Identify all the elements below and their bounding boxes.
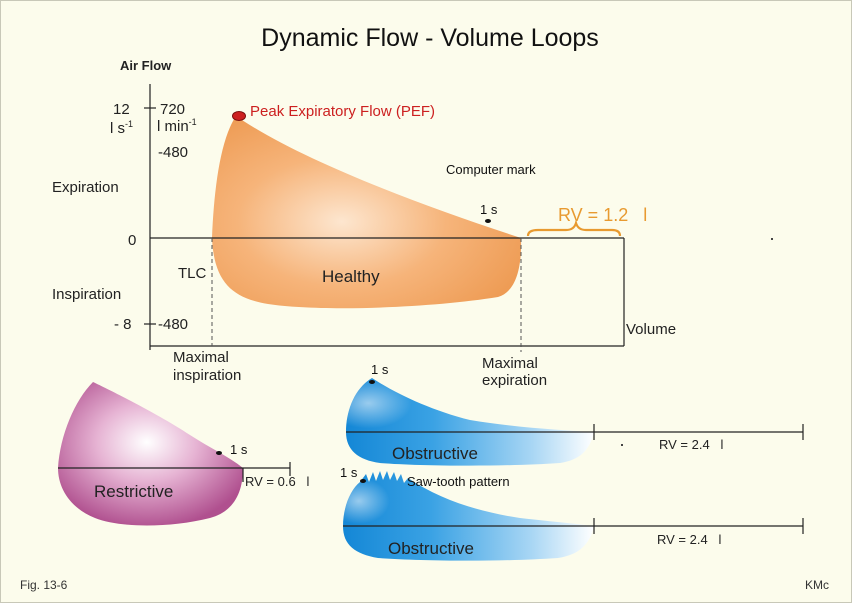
flow-12-label: 12 xyxy=(113,101,130,118)
obstructive-1-dot xyxy=(621,444,623,446)
restrictive-loop xyxy=(58,382,243,526)
unit-l-per-s: l s-1 xyxy=(110,119,133,137)
flow-minus480-bottom-label: -480 xyxy=(158,316,188,333)
obstructive-2-label: Obstructive xyxy=(388,539,474,558)
pef-label: Peak Expiratory Flow (PEF) xyxy=(250,103,435,120)
inspiration-label: Inspiration xyxy=(52,286,121,303)
obstructive-1-1s-mark xyxy=(369,380,375,384)
restrictive-label: Restrictive xyxy=(94,482,173,501)
stray-dot xyxy=(771,238,773,240)
pef-marker xyxy=(232,111,246,121)
flow-minus480-top-label: -480 xyxy=(158,144,188,161)
restrictive-1s-mark xyxy=(216,451,222,455)
max-inspiration-label-1: Maximal xyxy=(173,349,229,366)
flow-720-label: 720 xyxy=(160,101,185,118)
max-expiration-label-1: Maximal xyxy=(482,355,538,372)
obstructive-2-highlight xyxy=(343,478,431,544)
flow-minus8-label: - 8 xyxy=(114,316,132,333)
obstructive-2-1s-mark xyxy=(360,479,366,483)
saw-tooth-label: Saw-tooth pattern xyxy=(407,474,510,489)
max-inspiration-label-2: inspiration xyxy=(173,367,241,384)
unit-l-per-min: l min-1 xyxy=(157,117,197,135)
healthy-1s-mark xyxy=(485,219,491,223)
healthy-label: Healthy xyxy=(322,267,380,286)
obstructive-2-1s-label: 1 s xyxy=(340,465,358,480)
computer-mark-label: Computer mark xyxy=(446,162,536,177)
expiration-label: Expiration xyxy=(52,179,119,196)
obstructive-1-label: Obstructive xyxy=(392,444,478,463)
healthy-1s-label: 1 s xyxy=(480,202,498,217)
healthy-loop xyxy=(212,116,522,309)
tlc-label: TLC xyxy=(178,265,207,282)
volume-axis-title: Volume xyxy=(626,321,676,338)
obstructive-2-rv-label: RV = 2.4 l xyxy=(657,532,722,547)
rv-brace xyxy=(526,219,622,237)
restrictive-1s-label: 1 s xyxy=(230,442,248,457)
diagram-title: Dynamic Flow - Volume Loops xyxy=(261,24,599,52)
max-expiration-label-2: expiration xyxy=(482,372,547,389)
healthy-rv-label: RV = 1.2 l xyxy=(558,205,647,225)
obstructive-1-1s-label: 1 s xyxy=(371,362,389,377)
restrictive-rv-label: RV = 0.6 l xyxy=(245,474,310,489)
air-flow-axis-title: Air Flow xyxy=(120,58,172,73)
obstructive-1-rv-label: RV = 2.4 l xyxy=(659,437,724,452)
figure-number: Fig. 13-6 xyxy=(20,578,68,592)
author-initials: KMc xyxy=(805,578,829,592)
zero-flow-label: 0 xyxy=(128,232,136,249)
